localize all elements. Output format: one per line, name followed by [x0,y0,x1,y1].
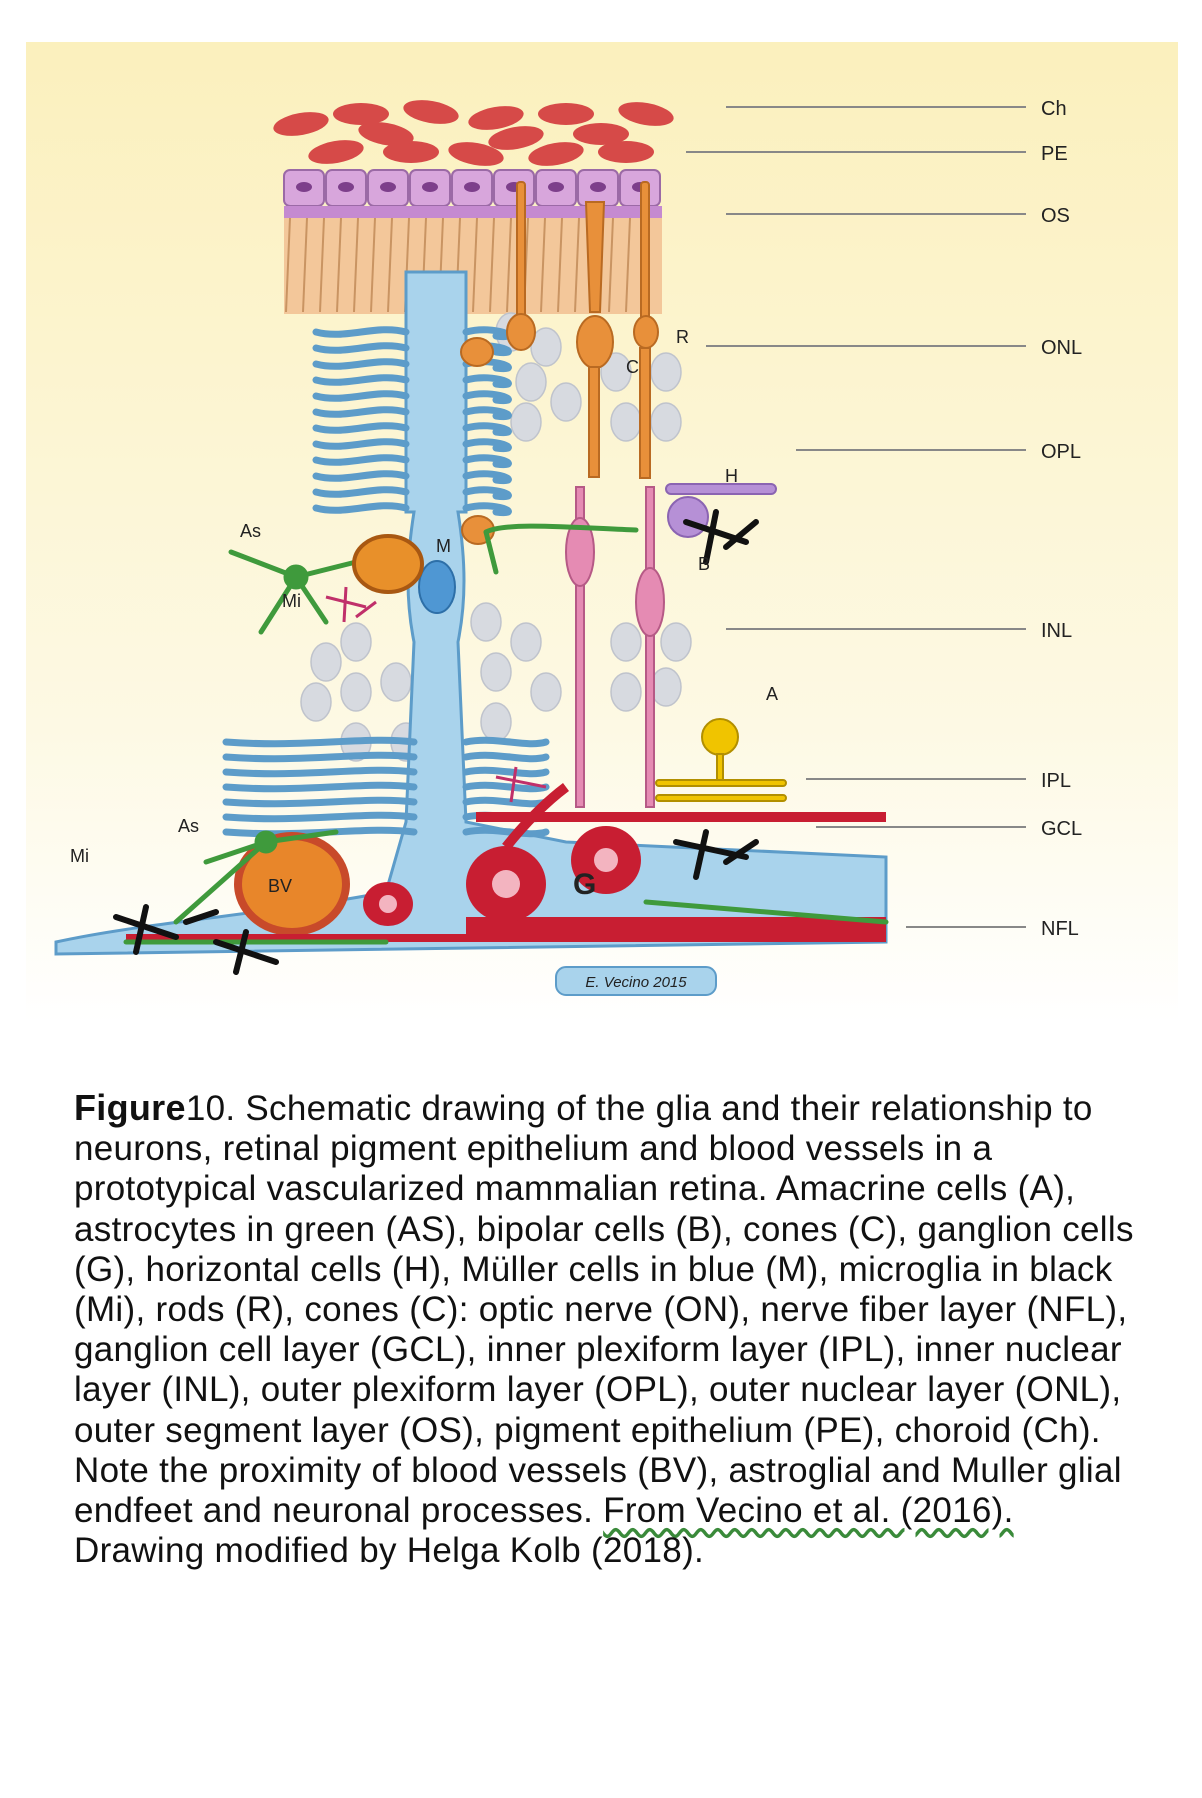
caption-number: 10. [185,1089,236,1128]
label-b: B [698,554,710,574]
signature-text: E. Vecino 2015 [585,974,687,991]
layer-label-ch: Ch [1041,98,1067,120]
label-h: H [725,466,738,486]
label-r: R [676,327,689,347]
nerve-fiber-layer [126,812,886,942]
cell-labels: R C H As Mi M B A As Mi BV G [70,327,778,901]
label-mi-top: Mi [282,591,301,611]
amacrine-cell [655,718,787,802]
layer-label-inl: INL [1041,620,1072,642]
caption-label: Figure [74,1087,186,1128]
blood-vessel [234,832,350,936]
orange-cell [352,534,424,594]
label-mi-bottom: Mi [70,846,89,866]
microglia-red [325,586,547,803]
label-m: M [436,536,451,556]
signature-plate: E. Vecino 2015 [555,966,717,996]
figure-caption: Figure10. Schematic drawing of the glia … [74,1087,1144,1571]
bipolar-cells [565,486,665,808]
microglia [113,509,759,975]
layer-label-nfl: NFL [1041,918,1079,940]
layer-label-opl: OPL [1041,441,1081,463]
label-as-bottom: As [178,816,199,836]
nuclear-layer-nuclei [300,312,692,762]
caption-tail: Drawing modified by Helga Kolb (2018). [74,1531,705,1571]
layer-label-onl: ONL [1041,337,1082,359]
photoreceptors [460,181,659,545]
astrocytes [123,523,889,945]
ganglion-cells [363,783,641,926]
pigment-epithelium [283,169,662,218]
label-a: A [766,684,778,704]
layer-label-ipl: IPL [1041,770,1071,792]
layer-label-os: OS [1041,205,1070,227]
caption-source: From Vecino et al. (2016). [603,1491,1014,1531]
outer-segment-layer [284,217,662,314]
label-as-top: As [240,521,261,541]
choroid-cells [273,100,674,166]
caption-text: Schematic drawing of the glia and their … [74,1089,1134,1531]
layer-label-gcl: GCL [1041,818,1082,840]
layer-leader-lines [686,106,1026,928]
label-bv: BV [268,876,292,896]
label-c: C [626,357,639,377]
layer-label-pe: PE [1041,143,1068,165]
retina-diagram-svg: E. Vecino 2015 ChPEOSONLOPLINLIPLGCLNFL … [26,42,1178,1022]
label-g: G [573,868,596,901]
